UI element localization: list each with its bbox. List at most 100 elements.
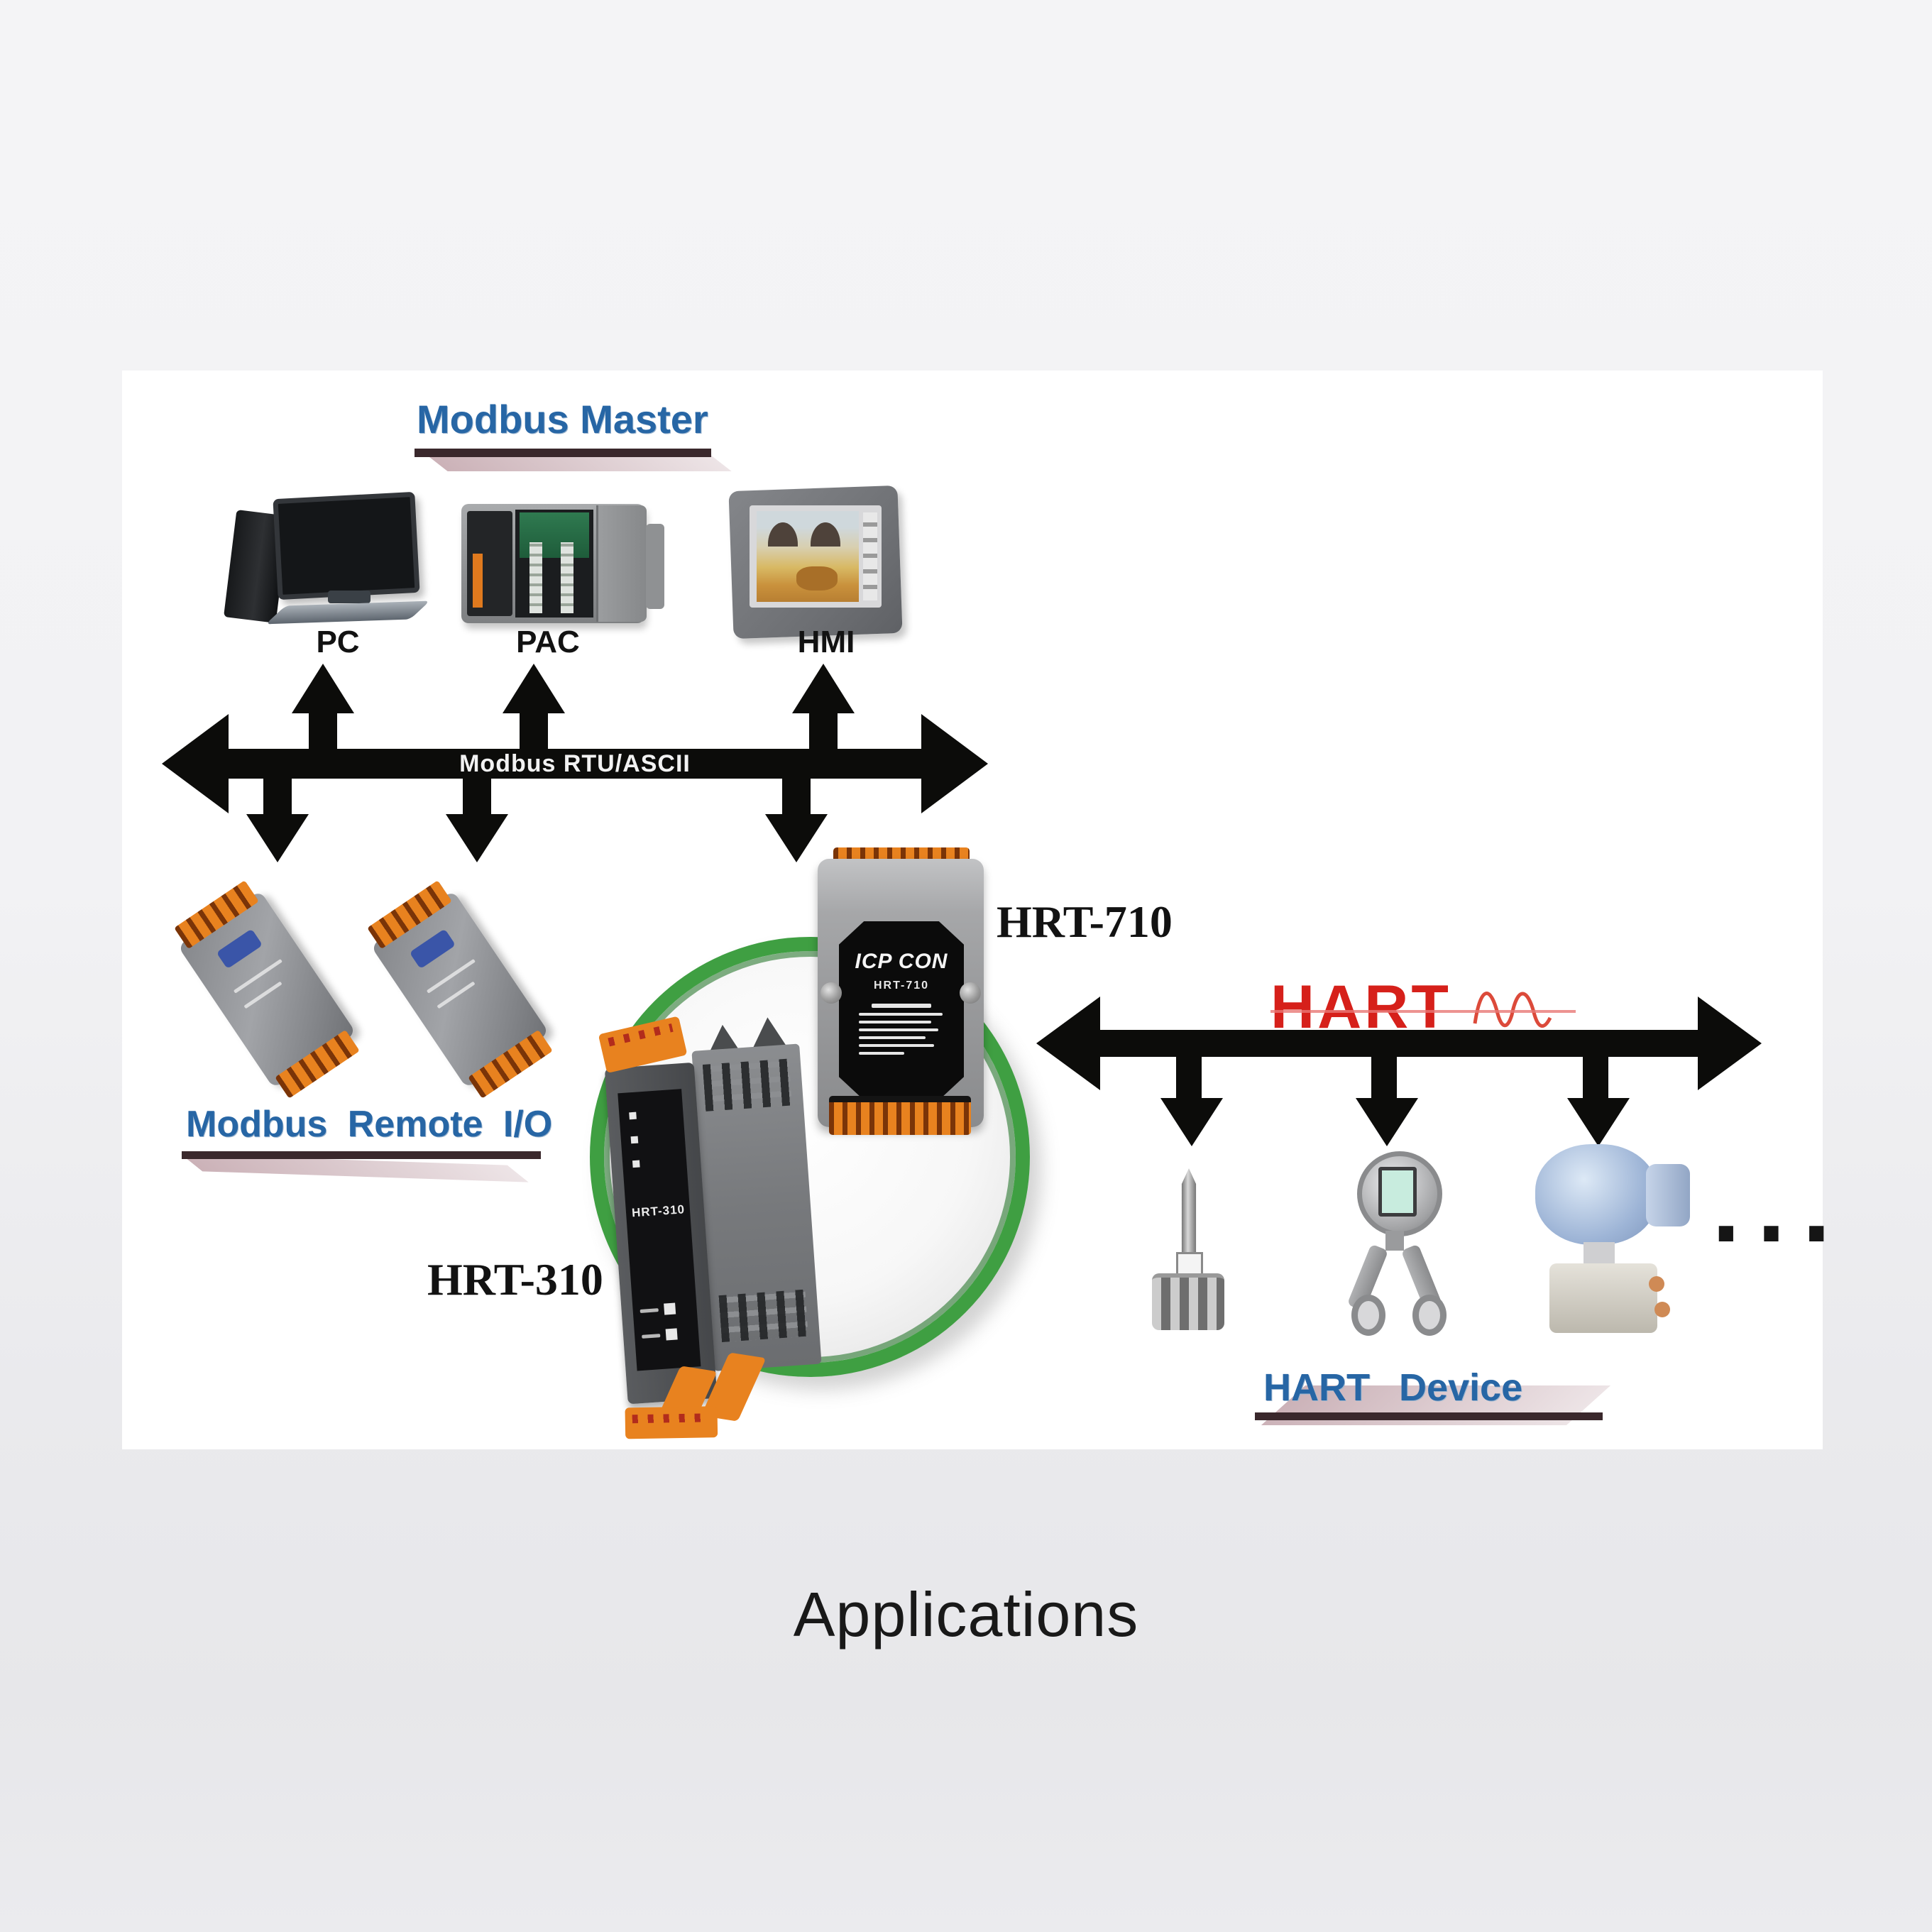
remote-io-module <box>361 877 559 1103</box>
bolt-icon <box>1649 1276 1664 1292</box>
hrt310-connector-base <box>625 1406 718 1439</box>
down-arrow-icon <box>765 814 828 862</box>
down-arrow-icon <box>446 814 508 862</box>
connector-pins <box>632 1413 706 1424</box>
hrt310-label: HRT-310 <box>427 1254 603 1305</box>
panel-marking <box>642 1334 661 1339</box>
hmi-photo-arch <box>768 522 798 547</box>
pac-io-strip <box>561 542 573 613</box>
spec-line <box>859 1044 934 1047</box>
hart-flow-transmitter <box>1340 1151 1451 1336</box>
up-arrow-icon <box>292 664 354 713</box>
probe-needle <box>1181 1168 1197 1255</box>
lcd-display-icon <box>1378 1167 1417 1217</box>
transmitter-neck <box>1385 1231 1404 1251</box>
down-arrow-icon <box>1160 1098 1223 1146</box>
pac-side-cover <box>596 505 647 622</box>
hmi-button-column <box>863 512 877 600</box>
modbus-master-title-underline <box>415 449 711 457</box>
modbus-master-title-group: Modbus Master <box>415 392 784 471</box>
remote-io-title-group: Modbus Remote I/O <box>181 1102 579 1182</box>
up-arrow-icon <box>503 664 565 713</box>
icpcon-logo: ICP CON <box>855 950 948 973</box>
hmi-photo-arch <box>811 522 840 547</box>
pc-label: PC <box>316 625 360 659</box>
down-arrow-stem <box>263 779 292 816</box>
pc-monitor-icon <box>273 491 420 600</box>
hrt710-terminal-bottom <box>829 1096 971 1135</box>
spec-line <box>872 1004 931 1008</box>
hart-probe-device <box>1148 1168 1230 1330</box>
hmi-photo-vehicle <box>796 566 838 591</box>
pc-monitor-stand <box>328 591 371 603</box>
hrt710-spec-lines <box>859 1004 944 1055</box>
pac-orange-slot <box>473 554 483 608</box>
hart-device-title-underline <box>1255 1412 1603 1420</box>
hrt310-vents <box>702 1058 793 1112</box>
bolt-icon <box>1654 1302 1670 1317</box>
pac-mount-wing <box>646 524 664 609</box>
yoke-foot <box>1412 1295 1447 1336</box>
spec-line <box>859 1028 938 1031</box>
up-arrow-icon <box>792 664 855 713</box>
down-arrow-stem <box>782 779 811 816</box>
hrt710-device: ICP CON HRT-710 <box>816 832 987 1137</box>
hart-pressure-transmitter <box>1530 1144 1700 1339</box>
hrt710-label: HRT-710 <box>997 896 1173 947</box>
page-caption: Applications <box>793 1579 1139 1650</box>
more-devices-ellipsis: ... <box>1711 1166 1847 1261</box>
hart-bus-right-arrowhead-icon <box>1698 997 1762 1090</box>
probe-body <box>1152 1273 1224 1330</box>
hart-device-title-group: HART Device <box>1255 1364 1652 1442</box>
down-arrow-stem <box>463 779 491 816</box>
hart-bus-left-arrowhead-icon <box>1036 997 1100 1090</box>
yoke-foot <box>1351 1295 1385 1336</box>
pc-image <box>214 491 430 633</box>
modbus-bus-bar: Modbus RTU/ASCII <box>229 749 921 779</box>
down-arrow-icon <box>1567 1098 1630 1146</box>
panel-marking <box>640 1308 659 1313</box>
hrt310-model-text: HRT-310 <box>631 1202 686 1220</box>
up-arrow-stem <box>520 710 548 750</box>
dip-switch <box>664 1302 676 1315</box>
hart-down-arrow-stem <box>1176 1055 1202 1099</box>
spec-line <box>859 1021 931 1023</box>
hmi-image <box>728 485 903 640</box>
hmi-screen <box>757 511 859 602</box>
hrt310-vents <box>718 1289 808 1343</box>
spec-line <box>859 1013 943 1016</box>
hart-down-arrow-stem <box>1583 1055 1608 1099</box>
hrt710-model-text: HRT-710 <box>873 979 930 992</box>
remote-io-module <box>168 877 366 1103</box>
pc-keyboard-icon <box>265 600 430 625</box>
dip-switch <box>665 1328 678 1341</box>
spec-line <box>859 1036 926 1039</box>
screw-icon <box>820 982 842 1004</box>
pac-image <box>457 498 667 633</box>
remote-io-title: Modbus Remote I/O <box>186 1104 553 1145</box>
hrt710-front-label: ICP CON HRT-710 <box>839 921 964 1100</box>
hart-logo-underline <box>1270 1010 1576 1013</box>
spec-line <box>859 1052 904 1055</box>
transmitter-neck <box>1584 1242 1615 1266</box>
hmi-label: HMI <box>797 625 855 659</box>
transmitter-head <box>1535 1144 1657 1245</box>
screw-icon <box>960 982 981 1004</box>
up-arrow-stem <box>309 710 337 750</box>
hart-bus-bar <box>1099 1030 1698 1057</box>
up-arrow-stem <box>809 710 838 750</box>
led-indicator <box>629 1112 637 1120</box>
pac-io-strip <box>529 542 542 613</box>
diagram-panel: Modbus Master PC PAC HMI Modbus <box>122 371 1832 1449</box>
hart-device-title: HART Device <box>1263 1366 1523 1409</box>
modbus-master-title: Modbus Master <box>417 397 708 441</box>
modbus-bus-left-arrowhead-icon <box>162 714 229 813</box>
down-arrow-icon <box>246 814 309 862</box>
flange-body <box>1549 1263 1657 1333</box>
pac-label: PAC <box>516 625 580 659</box>
hrt310-label-panel: HRT-310 <box>618 1089 701 1371</box>
led-indicator <box>630 1136 639 1144</box>
transmitter-side-cap <box>1646 1164 1690 1226</box>
hart-down-arrow-stem <box>1371 1055 1397 1099</box>
